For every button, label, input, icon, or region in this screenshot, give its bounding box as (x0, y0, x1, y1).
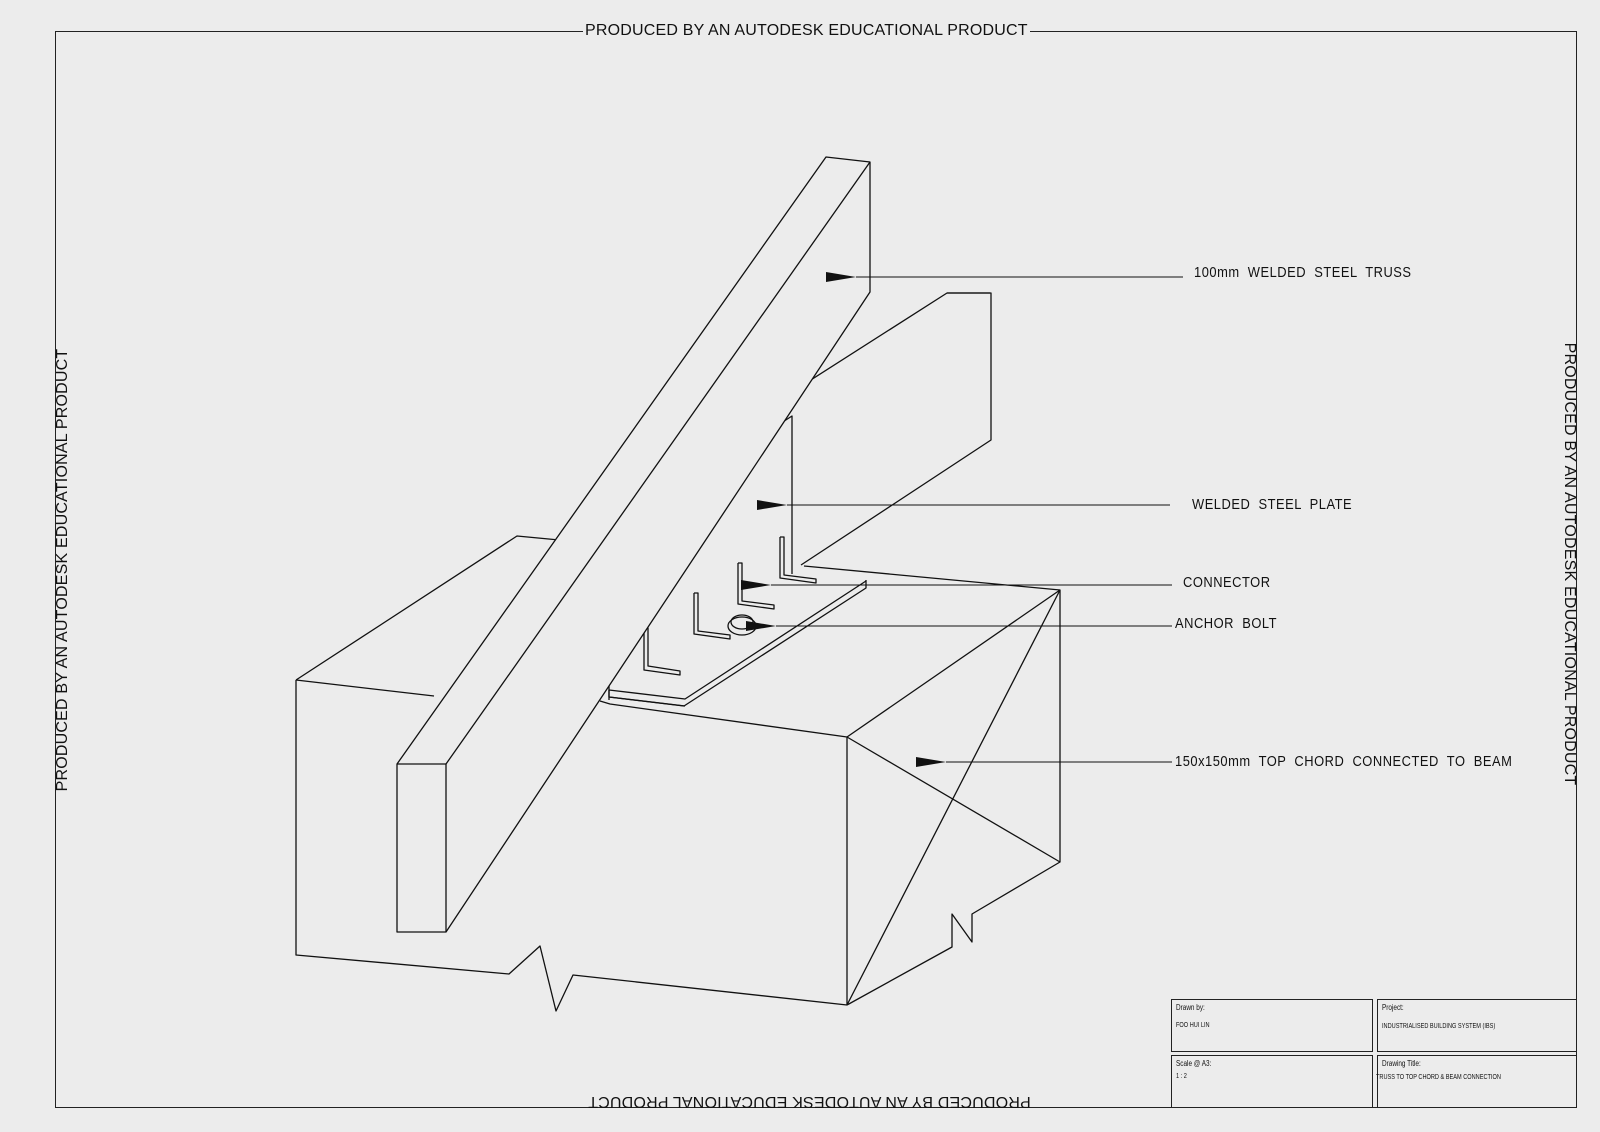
drawing-title-label: Drawing Title: (1382, 1059, 1421, 1068)
callout-truss: 100mm WELDED STEEL TRUSS (1194, 264, 1412, 281)
watermark-top: PRODUCED BY AN AUTODESK EDUCATIONAL PROD… (583, 22, 1030, 40)
project-value: INDUSTRIALISED BUILDING SYSTEM (IBS) (1382, 1023, 1496, 1030)
truss-rear-member (791, 292, 992, 566)
watermark-left: PRODUCED BY AN AUTODESK EDUCATIONAL PROD… (54, 348, 71, 792)
connectors (643, 536, 817, 676)
callout-plate: WELDED STEEL PLATE (1192, 496, 1353, 513)
watermark-bottom: PRODUCED BY AN AUTODESK EDUCATIONAL PROD… (588, 1093, 1031, 1110)
scale-value: 1 : 2 (1176, 1073, 1187, 1080)
callout-connector: CONNECTOR (1183, 574, 1271, 591)
drawn-by-label: Drawn by: (1176, 1003, 1205, 1012)
callout-anchor-bolt: ANCHOR BOLT (1175, 615, 1278, 632)
scale-label: Scale @ A3: (1176, 1059, 1212, 1068)
drawing-title-value: TRUSS TO TOP CHORD & BEAM CONNECTION (1376, 1074, 1501, 1081)
watermark-right: PRODUCED BY AN AUTODESK EDUCATIONAL PROD… (1561, 342, 1578, 786)
title-block (1171, 999, 1577, 1108)
leader-lines (741, 272, 1183, 767)
drawn-by-value: FOO HUI LIN (1176, 1022, 1210, 1029)
truss-front-member (396, 156, 871, 933)
project-label: Project: (1382, 1003, 1404, 1012)
callout-top-chord: 150x150mm TOP CHORD CONNECTED TO BEAM (1175, 753, 1513, 770)
anchor-bolt (727, 614, 757, 636)
